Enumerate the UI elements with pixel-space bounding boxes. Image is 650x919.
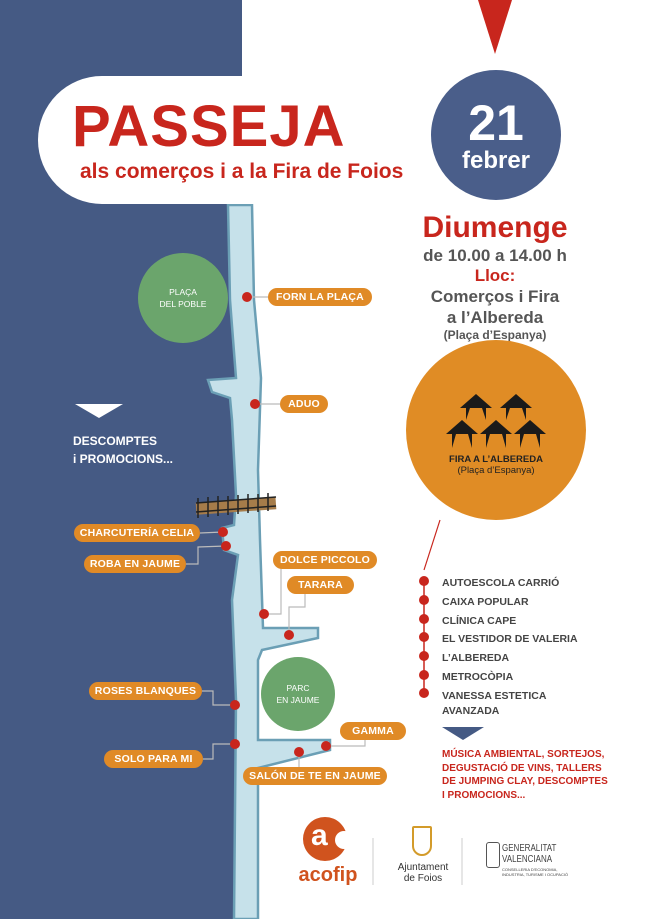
- shop-label: CHARCUTERÍA CELIA: [74, 524, 200, 542]
- place-line2: a l’Albereda: [446, 308, 544, 327]
- fair-subtitle: (Plaça d’Espanya): [457, 465, 535, 476]
- generalitat-logo: GENERALITAT VALENCIANA CONSELLERIA D'ECO…: [502, 843, 570, 877]
- parc-en-jaume: PARC EN JAUME: [261, 657, 335, 731]
- shop-dots: [218, 292, 429, 757]
- hours: de 10.00 a 14.00 h: [423, 246, 567, 265]
- shop-label: FORN LA PLAÇA: [268, 288, 372, 306]
- parc-line1: PARC: [286, 683, 310, 693]
- ajuntament-line1: Ajuntament: [397, 862, 449, 873]
- ajuntament-shield-icon: [412, 826, 432, 856]
- promo-line2: i PROMOCIONS...: [73, 452, 174, 466]
- shop-label: SALÓN DE TE EN JAUME: [243, 767, 387, 785]
- event-info: Diumenge de 10.00 a 14.00 h Lloc: Comerç…: [395, 210, 595, 343]
- shop-label: TARARA: [287, 576, 354, 594]
- list-item: EL VESTIDOR DE VALERIA: [442, 633, 578, 646]
- placa-del-poble: PLAÇA DEL POBLE: [138, 253, 228, 343]
- gv-line1: GENERALITAT: [502, 843, 557, 854]
- events-line: MÚSICA AMBIENTAL, SORTEJOS,: [442, 749, 605, 760]
- events-text: MÚSICA AMBIENTAL, SORTEJOS, DEGUSTACIÓ D…: [442, 748, 622, 802]
- gv-line2: VALENCIANA: [502, 854, 553, 865]
- shop-label: DOLCE PICCOLO: [273, 551, 377, 569]
- houses-icon: [446, 394, 546, 448]
- generalitat-emblem-icon: [486, 842, 500, 868]
- page-subtitle: als comerços i a la Fira de Foios: [80, 160, 404, 183]
- fair-shop-list: AUTOESCOLA CARRIÓ CAIXA POPULAR CLÍNICA …: [442, 574, 578, 719]
- ajuntament-line2: de Foios: [403, 873, 443, 884]
- promo-text: DESCOMPTES i PROMOCIONS...: [73, 432, 173, 468]
- shop-label: ADUO: [280, 395, 328, 413]
- place-label: Lloc:: [474, 266, 516, 285]
- acofip-logo-icon: a: [303, 817, 353, 861]
- placa-line1: PLAÇA: [169, 287, 197, 297]
- place-line1: Comerços i Fira: [430, 287, 560, 306]
- events-triangle: [442, 727, 484, 740]
- acofip-logo-text: acofip: [298, 864, 358, 886]
- list-item: L’ALBEREDA: [442, 652, 510, 665]
- list-item: AVANZADA: [442, 704, 500, 717]
- fair-title: FIRA A L’ALBEREDA: [449, 454, 543, 465]
- gv-line3: CONSELLERIA D'ECONOMIA,: [502, 867, 558, 872]
- date-day: 21: [468, 95, 524, 151]
- list-item: VANESSA ESTETICA: [442, 689, 547, 702]
- shop-label: ROSES BLANQUES: [89, 682, 202, 700]
- bridge: [195, 493, 277, 518]
- parc-line2: EN JAUME: [276, 695, 320, 705]
- promo-line1: DESCOMPTES: [73, 434, 158, 448]
- fair-circle: FIRA A L’ALBEREDA (Plaça d’Espanya): [406, 340, 586, 520]
- header-banner: [38, 76, 458, 204]
- placa-line2: DEL POBLE: [159, 299, 207, 309]
- date-badge: 21 febrer: [431, 70, 561, 200]
- list-item: AUTOESCOLA CARRIÓ: [442, 577, 560, 589]
- list-item: METROCÒPIA: [442, 670, 514, 683]
- promo-triangle: [75, 404, 123, 418]
- events-line: DEGUSTACIÓ DE VINS, TALLERS: [442, 762, 602, 774]
- red-triangle: [478, 0, 512, 54]
- events-line: DE JUMPING CLAY, DESCOMPTES: [442, 776, 608, 787]
- ajuntament-logo: Ajuntament de Foios: [395, 862, 451, 884]
- shop-label: ROBA EN JAUME: [84, 555, 186, 573]
- weekday: Diumenge: [422, 211, 568, 244]
- gv-line4: INDUSTRIA, TURISME I OCUPACIÓ: [502, 872, 569, 877]
- events-line: I PROMOCIONS...: [442, 789, 526, 801]
- list-item: CLÍNICA CAPE: [442, 614, 517, 627]
- list-item: CAIXA POPULAR: [442, 595, 529, 608]
- place-sub: (Plaça d’Espanya): [443, 328, 547, 342]
- date-month: febrer: [461, 147, 531, 174]
- shop-label: GAMMA: [340, 722, 406, 740]
- shop-label: SOLO PARA MI: [104, 750, 203, 768]
- page-title: PASSEJA: [72, 94, 346, 159]
